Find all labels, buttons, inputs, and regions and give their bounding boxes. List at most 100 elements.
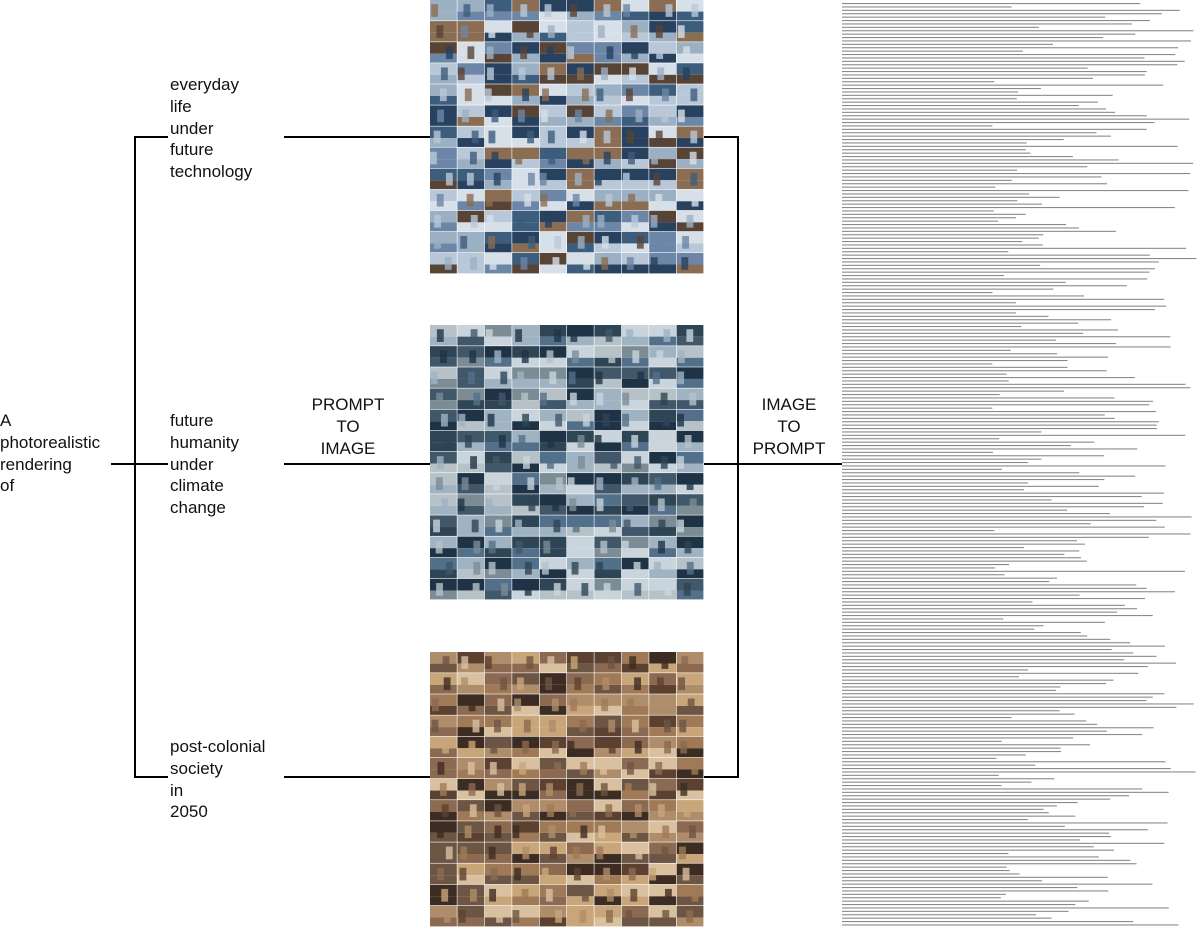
prompt-line [842, 717, 1012, 719]
thumbnail [512, 800, 539, 821]
prompt-line [842, 241, 1023, 243]
prompt-line [842, 183, 1108, 185]
thumbnail [676, 430, 704, 452]
thumbnail [649, 715, 676, 737]
prompt-line [842, 499, 1052, 501]
prompt-line [842, 910, 1069, 912]
prompt-line [842, 706, 1177, 708]
thumbnail [484, 346, 512, 367]
prompt-line [842, 339, 1057, 341]
thumbnail [594, 63, 622, 84]
prompt-line [842, 383, 1186, 385]
prompt-line [842, 734, 1143, 736]
thumbnail [676, 578, 704, 600]
thumbnail [457, 757, 485, 779]
thumbnail [484, 325, 512, 346]
thumbnail [512, 694, 539, 715]
prompt-line [842, 509, 1068, 511]
thumbnail [484, 42, 512, 63]
thumbnail [512, 842, 539, 863]
thumbnail [594, 884, 622, 906]
prompt-line [842, 849, 1114, 851]
thumbnail [567, 905, 594, 927]
prompt-line [842, 166, 1088, 168]
prompt-line [842, 298, 1165, 300]
thumbnail [539, 821, 567, 842]
prompt-line [842, 173, 1191, 175]
thumbnail [539, 905, 567, 927]
thumbnail [621, 821, 649, 842]
thumbnail [649, 63, 676, 84]
thumbnail [512, 409, 539, 431]
thumbnail [594, 800, 622, 821]
thumbnail [676, 367, 704, 388]
thumbnail [567, 694, 594, 715]
prompt-line [842, 67, 1088, 69]
prompt-line [842, 145, 1178, 147]
thumbnail [567, 252, 594, 274]
prompt-line [842, 587, 1147, 589]
prompt-line [842, 795, 1130, 797]
prompt-line [842, 693, 1165, 695]
thumbnail [621, 21, 649, 42]
prompt-line [842, 356, 1108, 358]
thumbnail [512, 536, 539, 558]
prompt-line [842, 832, 1110, 834]
prompt-line [842, 496, 1142, 498]
prompt-line [842, 506, 1145, 508]
prompt-line [842, 305, 1167, 307]
prompt-line [842, 196, 1060, 198]
thumbnail [621, 494, 649, 515]
prompt-line [842, 611, 1118, 613]
thumbnail [539, 210, 567, 232]
thumbnail [430, 84, 457, 105]
prompt-line [842, 553, 1065, 555]
thumbnail [539, 168, 567, 190]
thumbnail [621, 63, 649, 84]
prompt-line [842, 863, 1137, 865]
thumbnail [676, 325, 704, 346]
prompt-line [842, 156, 1073, 158]
thumbnail [457, 536, 485, 558]
thumbnail [512, 884, 539, 906]
thumbnail [430, 757, 457, 779]
thumbnail [594, 673, 622, 694]
thumbnail [621, 388, 649, 410]
thumbnail [594, 42, 622, 63]
prompt-line [842, 666, 1148, 668]
thumbnail [676, 63, 704, 84]
thumbnail [594, 147, 622, 169]
prompt-line [842, 315, 1049, 317]
prompt-line [842, 628, 1035, 630]
thumbnail [457, 430, 485, 452]
thumbnail [621, 367, 649, 388]
out-line-everyday [704, 136, 738, 138]
prompt-line [842, 363, 993, 365]
thumbnail [567, 430, 594, 452]
thumbnail [567, 515, 594, 536]
thumbnail [649, 451, 676, 473]
prompt-line [842, 805, 1057, 807]
thumbnail [676, 147, 704, 169]
thumbnail [457, 147, 485, 169]
prompt-line [842, 751, 1062, 753]
thumbnail [676, 346, 704, 367]
root-label: A photorealistic rendering of [0, 411, 101, 496]
prompt-line [842, 873, 1020, 875]
thumbnail [457, 388, 485, 410]
branch-stub-everyday [134, 136, 168, 138]
thumbnail [676, 210, 704, 232]
prompt-line [842, 377, 1135, 379]
thumbnail [649, 84, 676, 105]
thumbnail [649, 473, 676, 494]
thumbnail [649, 42, 676, 63]
prompt-line [842, 815, 1076, 817]
prompt-line [842, 870, 1010, 872]
prompt-line [842, 390, 1065, 392]
thumbnail [621, 905, 649, 927]
prompt-line [842, 536, 1149, 538]
prompt-line [842, 343, 1116, 345]
prompt-to-image-label: PROMPT TO IMAGE [311, 395, 385, 458]
prompt-line [842, 234, 1044, 236]
prompt-line [842, 785, 1002, 787]
